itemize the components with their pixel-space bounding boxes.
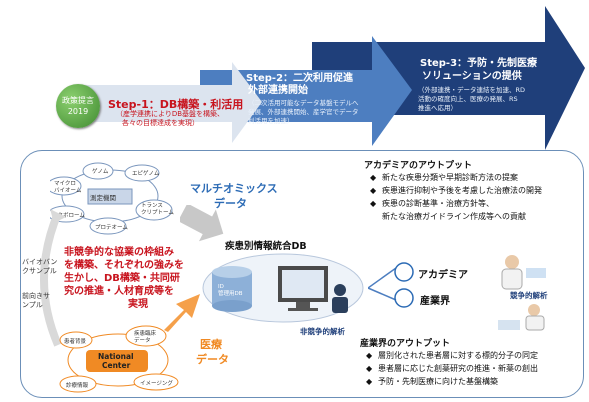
academia-output-text-1: 新たな疾患分類や早期診断方法の提案 [382, 173, 518, 182]
industry-output-item-3: ◆ 予防・先制医療に向けた基盤構築 [366, 376, 498, 388]
step3-sub-2: 活動の確度向上、医療の発展、RS [418, 95, 518, 103]
biobank-label: バイオバン クサンプル [22, 258, 58, 275]
academia-output-item-4: 新たな治療ガイドライン作成等への貢献 [382, 211, 526, 223]
academia-output-item-3: ◆ 疾患の診断基準・治療方針等、 [370, 198, 494, 210]
academia-output-title: アカデミアのアウトプット [364, 161, 473, 171]
bullet-icon: ◆ [370, 199, 377, 208]
node-proteome [89, 217, 127, 235]
academia-output-text-3: 疾患の診断基準・治療方針等、 [382, 199, 494, 208]
node-diagnosis [59, 375, 97, 393]
competitive-analysis-label: 競争的解析 [510, 291, 548, 300]
node-epigenome-label: エピゲノム [132, 171, 160, 177]
national-center-label-2: Center [102, 361, 131, 370]
step1-title: Step-1：DB構築・利活用 [108, 98, 244, 111]
lab-illustration [498, 304, 545, 331]
policy-label: 政策提言 [62, 96, 94, 105]
node-clinical [125, 325, 167, 347]
researcher-illustration [501, 255, 546, 290]
industry-output-text-1: 層別化された患者層に対する標的分子の同定 [378, 351, 538, 360]
node-genome-label: ゲノム [92, 169, 109, 175]
node-diagnosis-label: 診療情報 [66, 383, 89, 389]
industry-output-text-2: 患者層に応じた創薬研究の推進・新薬の創出 [378, 364, 538, 373]
multiomics-diagram [50, 162, 173, 235]
step3-sub-1: （外部連携・データ連結を加速、RD [418, 86, 526, 94]
node-imaging-label: イメージング [140, 381, 173, 387]
step3-title-2: ソリューションの提供 [422, 71, 522, 82]
monitor-icon [278, 266, 328, 311]
bullet-icon: ◆ [366, 364, 373, 373]
industry-output-title: 産業界のアウトプット [360, 339, 451, 349]
national-center-label-1: National [98, 352, 134, 361]
academia-label: アカデミア [418, 270, 468, 281]
industry-icon [394, 288, 414, 308]
node-metabolome-label: メタボローム [52, 213, 85, 219]
step1-arrow [80, 62, 262, 143]
step3-title-1: Step-3：予防・先制医療 [420, 58, 538, 69]
non-competitive-line-4: 究の推進・人材育成等を [64, 286, 174, 297]
step2-title-1: Step-2：二次利用促進 [246, 73, 354, 84]
industry-output-item-1: ◆ 層別化された患者層に対する標的分子の同定 [366, 350, 538, 362]
step1-sub-2: 各々の目標達成を実現） [122, 119, 199, 127]
policy-year: 2019 [67, 107, 89, 116]
measurement-label: 測定機関 [90, 194, 116, 202]
multiomics-label-1: マルチオミックス [190, 182, 278, 195]
step2-sub-2: 発展、外部連携開始、産学官でデータ [248, 108, 359, 116]
non-competitive-line-1: 非競争的な協業の枠組み [64, 247, 174, 258]
analyst-icon [332, 284, 348, 313]
node-patient-bg [59, 331, 93, 349]
step2-sub-1: （二次活用可能なデータ基盤モデルへ [248, 99, 359, 107]
db-illustration [202, 253, 364, 323]
national-center-box [86, 350, 148, 372]
academia-output-item-2: ◆ 疾患進行抑制や予後を考慮した治療法の開発 [370, 185, 542, 197]
bullet-icon: ◆ [366, 351, 373, 360]
national-center-diagram [59, 325, 179, 393]
medical-label-1: 医療 [200, 338, 222, 351]
node-epigenome [124, 164, 160, 182]
academia-output-text-4: 新たな治療ガイドライン作成等への貢献 [382, 212, 526, 221]
academia-icon [394, 262, 414, 282]
industry-output-item-2: ◆ 患者層に応じた創薬研究の推進・新薬の創出 [366, 363, 538, 375]
prospective-label: 前向きサ ンプル [22, 292, 50, 309]
step1-sub-1: （産学連携によりDB基盤を構築、 [116, 110, 225, 118]
node-clinical-label: 疾患臨床 データ [134, 331, 157, 344]
partner-icons [394, 262, 414, 308]
measurement-box [87, 188, 133, 205]
step2-title-2: 外部連携開始 [248, 85, 308, 96]
node-imaging [133, 373, 179, 391]
roadmap-arrows [80, 6, 585, 150]
left-curve-arrow [40, 209, 66, 347]
industry-output-text-3: 予防・先制医療に向けた基盤構築 [378, 377, 498, 386]
non-competitive-line-5: 実現 [128, 299, 148, 310]
bullet-icon: ◆ [366, 377, 373, 386]
node-transcriptome-label: トランス クリプトーム [141, 203, 174, 216]
node-microbiome-label: マイクロ バイオーム [54, 181, 82, 194]
non-competitive-line-2: を構築、それぞれの強みを [64, 260, 184, 271]
step3-sub-3: 推進へ応用） [418, 104, 457, 112]
step2-arrow [200, 36, 412, 146]
node-patient-bg-label: 患者背景 [64, 339, 87, 345]
multiomics-label-2: データ [214, 197, 247, 210]
bullet-icon: ◆ [370, 173, 377, 182]
omics-to-db-arrow [180, 205, 224, 242]
bullet-icon: ◆ [370, 186, 377, 195]
policy-circle [56, 84, 100, 128]
step2-sub-3: 利活用を加速） [248, 117, 294, 125]
non-competitive-line-3: 生かし、DB構築・共同研 [64, 273, 180, 284]
non-competitive-analysis-label: 非競争的解析 [300, 327, 345, 336]
academia-output-text-2: 疾患進行抑制や予後を考慮した治療法の開発 [382, 186, 542, 195]
node-transcriptome [135, 199, 173, 221]
academia-output-item-1: ◆ 新たな疾患分類や早期診断方法の提案 [370, 172, 518, 184]
id-db-label: ID 管理用DB [218, 284, 243, 297]
id-db-cylinder [212, 266, 252, 312]
medical-to-db-arrow [164, 294, 200, 332]
db-title: 疾患別情報統合DB [225, 241, 307, 252]
node-microbiome [50, 176, 82, 196]
medical-label-2: データ [196, 353, 229, 366]
node-genome [82, 162, 114, 180]
db-to-partners-lines [368, 267, 397, 301]
industry-label: 産業界 [420, 296, 450, 307]
node-proteome-label: プロテオーム [95, 225, 128, 231]
